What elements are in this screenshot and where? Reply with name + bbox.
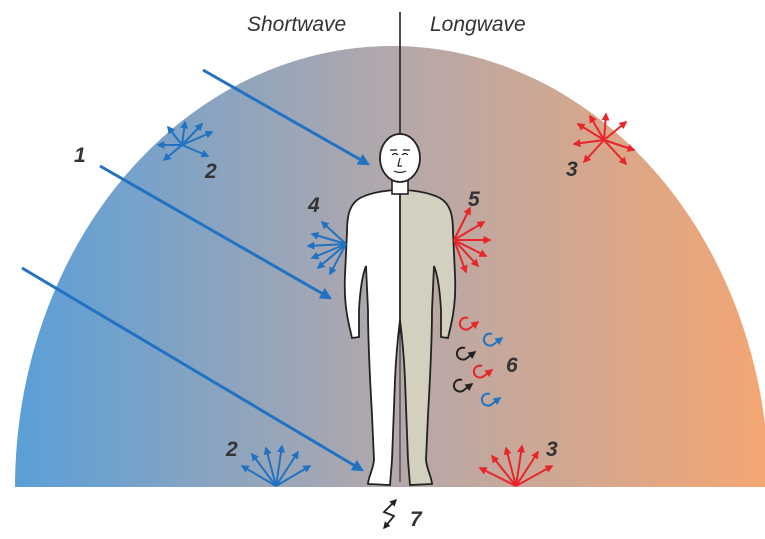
convection-curls [452,316,504,407]
curl-blue-1 [482,332,504,347]
conduction-arrow [382,498,398,530]
body-reflected-shortwave [306,220,347,276]
label-6: 6 [506,354,518,377]
curl-red-1 [458,316,480,331]
label-2-upper: 2 [204,160,217,183]
body-shortwave-half [343,189,400,486]
label-3-upper: 3 [566,158,578,181]
label-1: 1 [74,144,86,167]
face-details [390,149,410,174]
direct-shortwave-rays [21,68,371,472]
label-2-lower: 2 [225,438,238,461]
longwave-label: Longwave [430,13,526,36]
direct-ray-3 [21,266,365,472]
body-emitted-longwave [453,206,492,274]
shortwave-label: Shortwave [247,13,346,36]
curl-blue-2 [480,392,502,407]
label-3-lower: 3 [546,438,558,461]
label-7: 7 [410,508,423,531]
curl-black-2 [452,378,474,393]
diffuse-shortwave-upper [156,120,214,162]
human-figure [343,133,457,486]
ground-reflected-shortwave [240,444,312,487]
curl-red-2 [472,364,494,379]
body-longwave-half [400,189,457,486]
longwave-sky-upper [572,112,636,166]
ground-emitted-longwave [478,444,554,487]
direct-ray-2 [99,164,333,300]
label-4: 4 [307,194,320,217]
direct-ray-1 [202,68,371,166]
label-5: 5 [468,188,480,211]
curl-black-1 [455,346,477,361]
